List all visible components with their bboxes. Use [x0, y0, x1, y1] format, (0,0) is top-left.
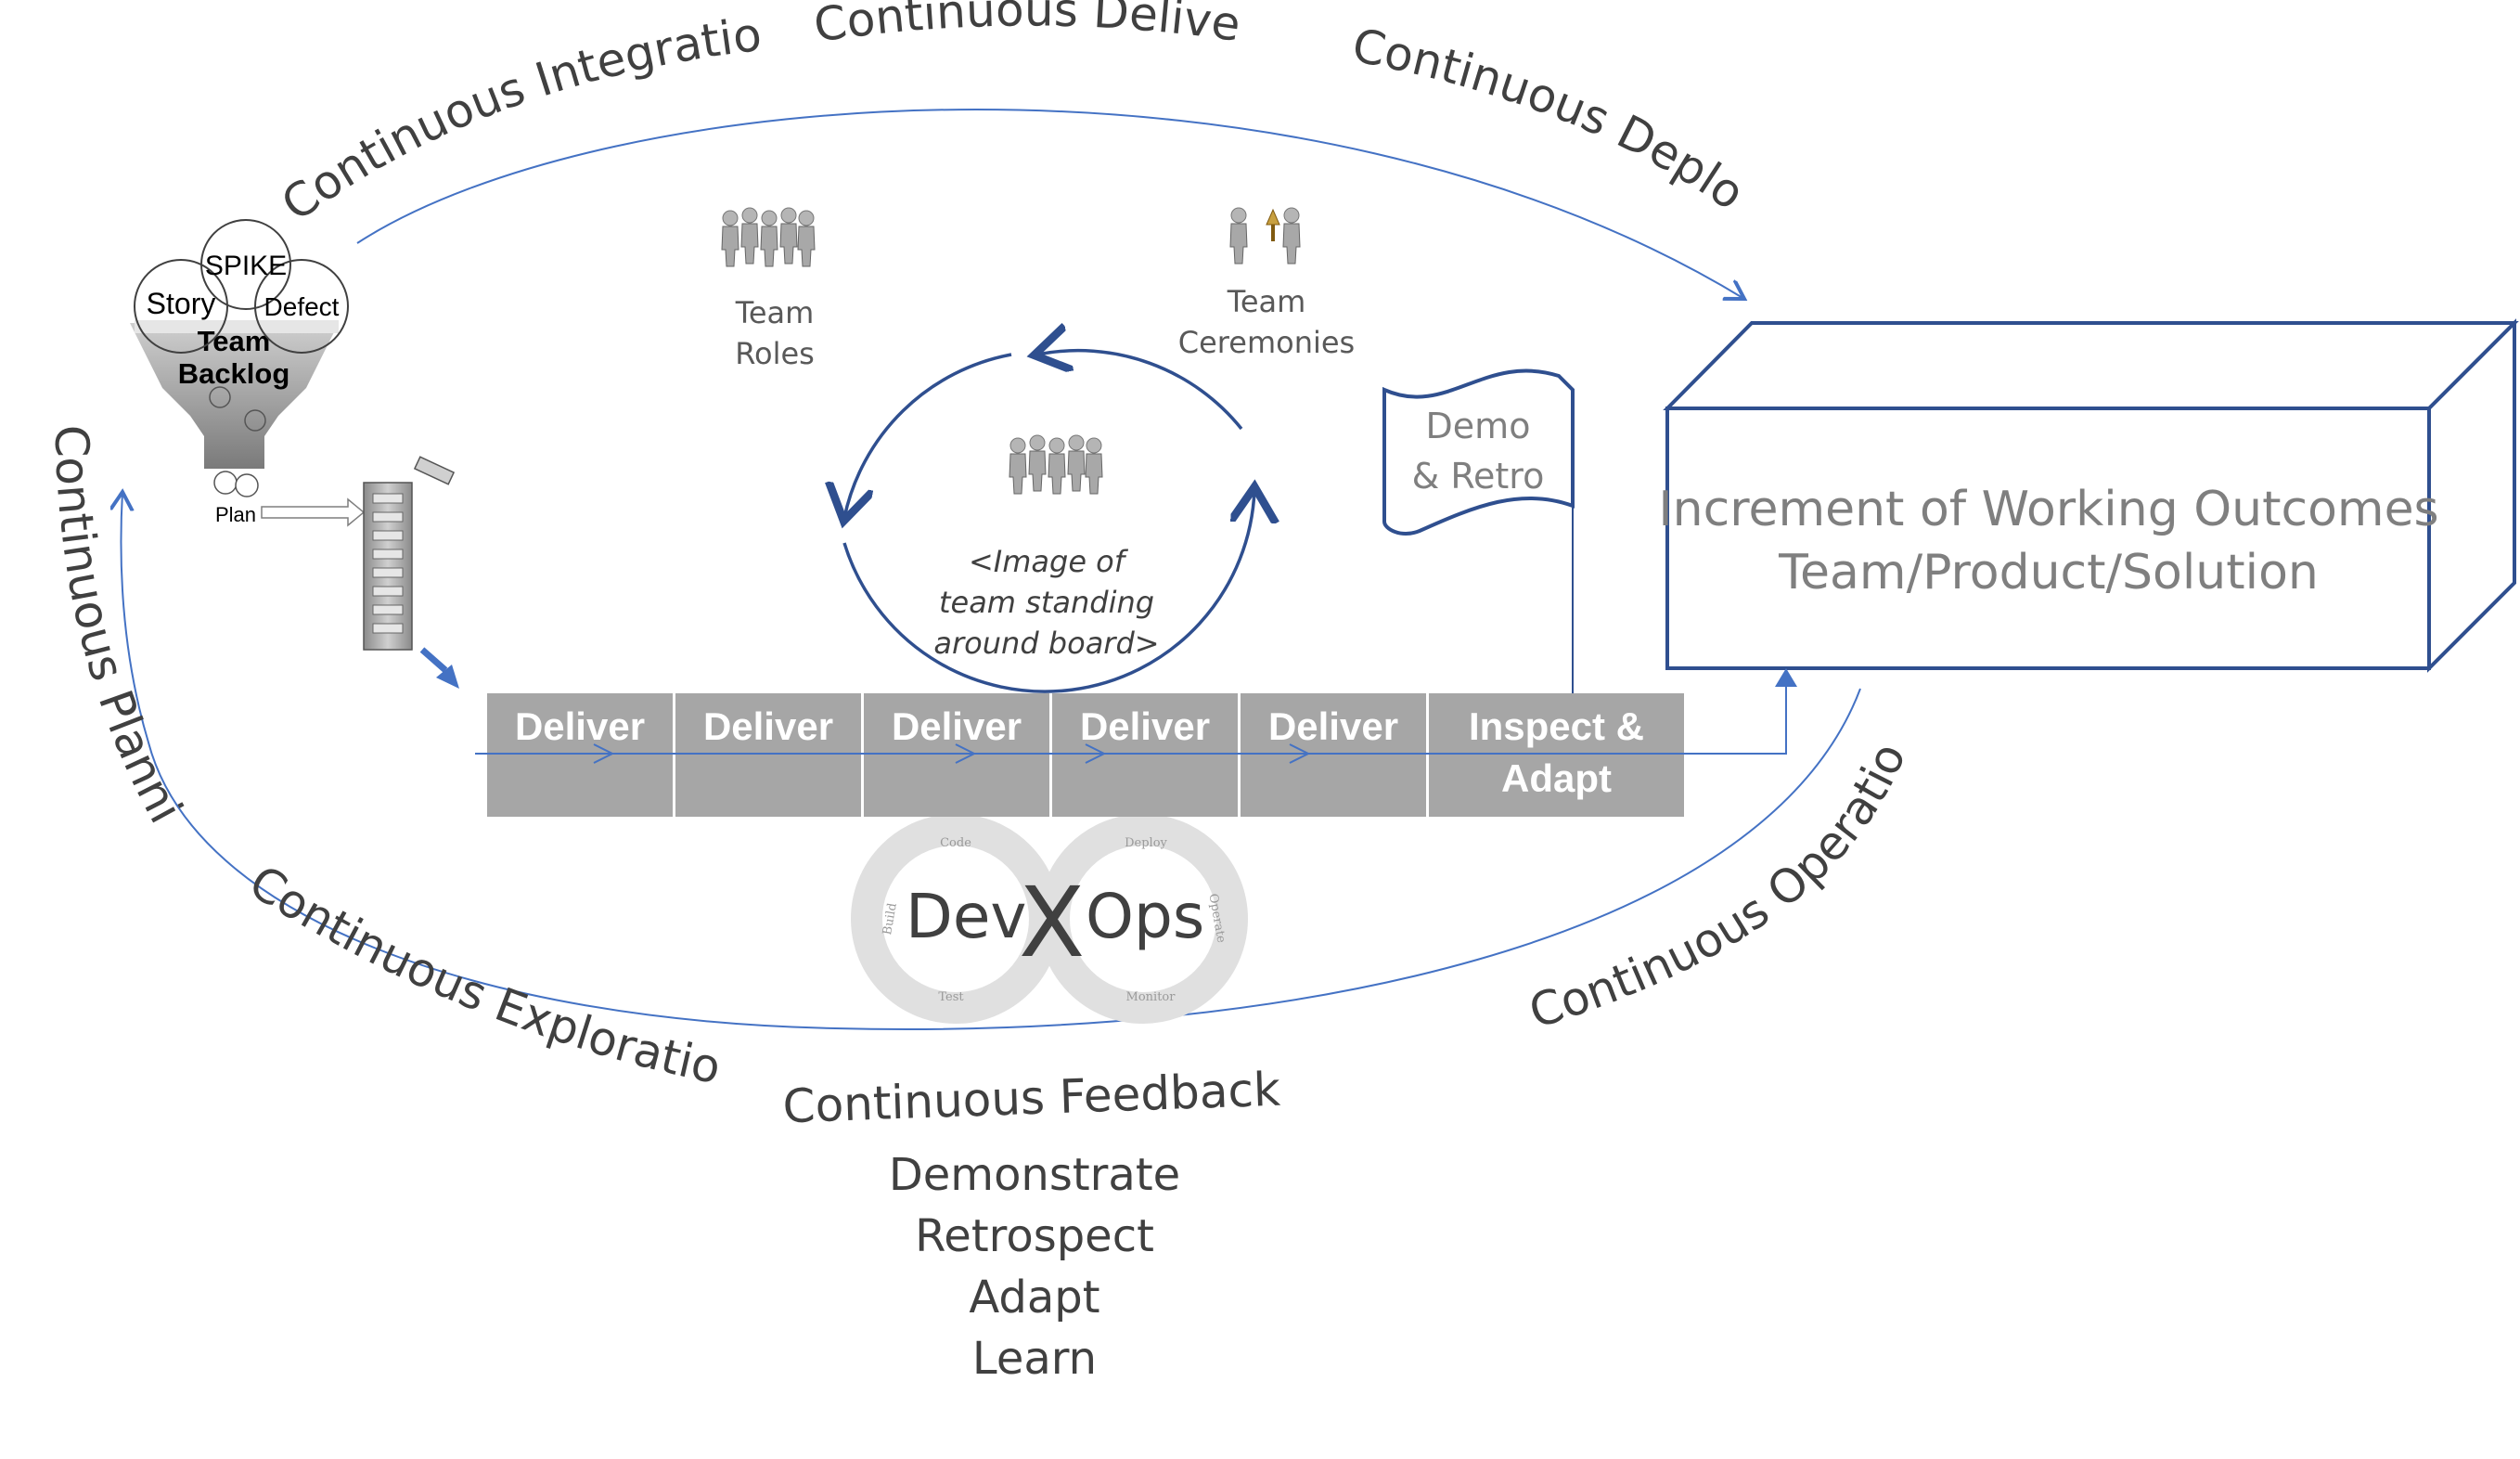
story-label: Story [147, 287, 216, 320]
deliver-tile-label: Deliver [515, 704, 645, 748]
team-backlog-funnel: Team Backlog [130, 320, 339, 497]
increment-line1: Increment of Working Outcomes [1658, 482, 2438, 537]
kanban-board-icon [363, 456, 456, 651]
deliver-tile [1052, 693, 1238, 817]
backlog-item-circles: SPIKE Story Defect [134, 219, 349, 354]
deliver-tile-label: Deliver [703, 704, 833, 748]
team-ceremonies-line2: Ceremonies [1178, 325, 1355, 360]
devxops-dev: Dev [906, 881, 1027, 952]
team-roles-line1: Team [735, 295, 815, 330]
feedback-item: Retrospect [915, 1210, 1154, 1262]
board-placeholder-line1: <Image of [969, 544, 1129, 579]
feedback-item: Learn [972, 1333, 1097, 1385]
deliver-tile-label: Deliver [892, 704, 1022, 748]
board-placeholder-line3: around board> [933, 626, 1159, 661]
board-team-people-icon [1009, 434, 1103, 495]
team-ceremonies-group: Team Ceremonies [1178, 207, 1355, 360]
demo-label: Demo [1426, 406, 1531, 446]
top-arc-line [356, 109, 1744, 299]
devxops-ops: Ops [1086, 881, 1204, 952]
plan-arrow: Plan [215, 497, 366, 527]
plan-label: Plan [215, 503, 256, 526]
spike-label: SPIKE [205, 251, 287, 281]
team-roles-group: Team Roles [721, 207, 816, 371]
ring-code-label: Code [940, 836, 971, 850]
continuous-delivery-label: Continuous Delivery [0, 0, 1243, 53]
demo-retro-flag: Demo & Retro [1382, 368, 1575, 754]
inspect-adapt-tile [1429, 693, 1684, 817]
inspect-adapt-label: Inspect & [1469, 704, 1644, 748]
devxops-x: X [1019, 866, 1085, 979]
team-ceremonies-line1: Team [1227, 284, 1306, 319]
deliver-tile [487, 693, 673, 817]
delivery-tiles: Deliver Deliver Deliver Deliver Deliver Inspe… [487, 693, 1684, 817]
left-bottom-arc-line [121, 492, 1861, 1030]
team-roles-people-icon [721, 207, 816, 267]
continuous-feedback-label: Continuous Feedback [782, 1063, 1281, 1134]
ring-test-label: Test [938, 990, 964, 1004]
iteration-cycle: <Image of team standing around board> [844, 351, 1254, 693]
deliver-tile-label: Deliver [1268, 704, 1398, 748]
backlog-title-line1: Team [198, 325, 271, 357]
increment-box: Increment of Working Outcomes Team/Produ… [1658, 318, 2519, 673]
deliver-tile-label: Deliver [1080, 704, 1210, 748]
ring-build-label: Build [881, 902, 900, 936]
increment-line2: Team/Product/Solution [1778, 545, 2319, 600]
feedback-item: Demonstrate [889, 1149, 1180, 1201]
continuous-integration-label: Continuous Integration [0, 0, 765, 232]
deliver-tile [864, 693, 1049, 817]
continuous-planning-label: Continuous Planning [0, 0, 193, 832]
ring-monitor-label: Monitor [1126, 990, 1176, 1004]
deliver-tile [675, 693, 861, 817]
board-to-deliver-arrow [419, 647, 459, 689]
ring-deploy-label: Deploy [1125, 836, 1167, 850]
inspect-adapt-label: Adapt [1501, 756, 1612, 800]
devxops-logo: Code Build Test Deploy Operate Monitor D… [851, 814, 1248, 1024]
deliver-tile [1241, 693, 1426, 817]
retro-label: & Retro [1412, 456, 1545, 497]
defect-label: Defect [264, 292, 340, 321]
flow-line [475, 668, 1797, 764]
feedback-item: Adapt [969, 1272, 1099, 1323]
team-roles-line2: Roles [735, 336, 815, 371]
board-placeholder-line2: team standing [939, 585, 1154, 620]
team-ceremonies-people-icon [1229, 207, 1301, 265]
backlog-title-line2: Backlog [178, 357, 290, 390]
